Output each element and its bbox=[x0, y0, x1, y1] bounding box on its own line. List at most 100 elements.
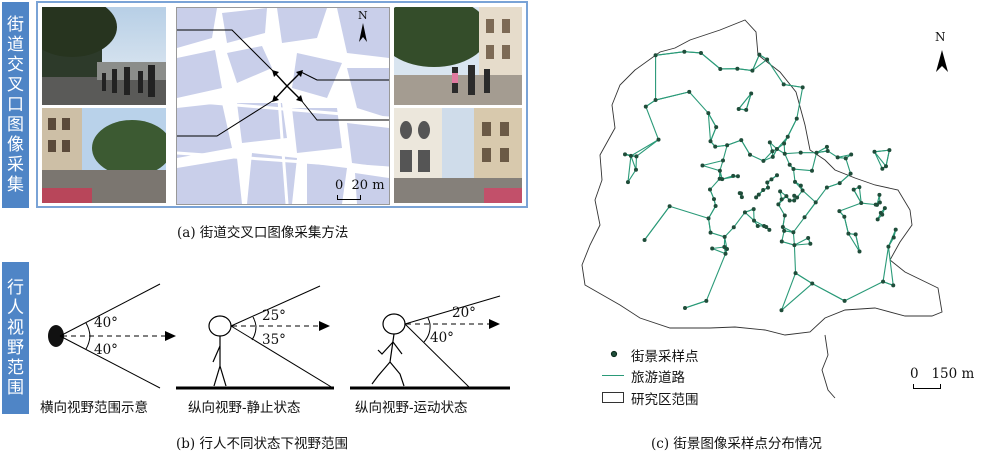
sampling-point bbox=[757, 52, 762, 57]
sampling-point bbox=[750, 68, 755, 73]
sampling-point bbox=[891, 283, 896, 288]
sampling-point bbox=[722, 245, 727, 250]
sampling-point bbox=[798, 150, 803, 155]
road-segment bbox=[784, 153, 791, 165]
sampling-point bbox=[792, 198, 797, 203]
sampling-point bbox=[837, 209, 842, 214]
sampling-point bbox=[744, 107, 749, 112]
panel-c-north-label: N bbox=[935, 30, 946, 44]
sampling-point bbox=[880, 166, 885, 171]
sampling-point bbox=[718, 66, 723, 71]
road-segment bbox=[844, 281, 884, 302]
sampling-point bbox=[749, 91, 754, 96]
sampling-point bbox=[643, 104, 648, 109]
sampling-point bbox=[739, 195, 744, 200]
street-photo-2 bbox=[42, 108, 166, 203]
sampling-point bbox=[872, 149, 877, 154]
sampling-point bbox=[767, 227, 772, 232]
sampling-point bbox=[778, 189, 783, 194]
sampling-point bbox=[793, 179, 798, 184]
field-of-view-diagrams bbox=[48, 283, 510, 390]
road-segment bbox=[707, 112, 717, 128]
study-area-boundary bbox=[581, 19, 943, 399]
road-segment bbox=[627, 155, 632, 183]
sampling-point bbox=[809, 168, 814, 173]
road-segment bbox=[826, 182, 840, 188]
road-segment bbox=[709, 126, 717, 142]
road-segment bbox=[627, 169, 637, 183]
sampling-point bbox=[877, 200, 882, 205]
road-segment bbox=[802, 190, 817, 203]
sampling-point bbox=[859, 201, 864, 206]
sampling-point bbox=[634, 154, 639, 159]
sampling-point bbox=[806, 235, 811, 240]
sampling-point bbox=[769, 177, 774, 182]
road-segment bbox=[726, 139, 742, 146]
sampling-point bbox=[824, 185, 829, 190]
legend-points-label: 街景采样点 bbox=[631, 349, 699, 365]
road-segment bbox=[724, 236, 728, 250]
road-segment bbox=[845, 158, 852, 174]
road-segment bbox=[794, 237, 809, 246]
road-segment bbox=[700, 52, 721, 70]
sampling-point bbox=[731, 225, 736, 230]
sampling-point bbox=[708, 187, 713, 192]
sampling-point bbox=[704, 298, 709, 303]
road-segment bbox=[837, 153, 852, 158]
sampling-point bbox=[794, 116, 799, 121]
road-segment bbox=[684, 51, 702, 54]
sampling-point bbox=[793, 271, 798, 276]
road-segment bbox=[781, 283, 813, 311]
sampling-point bbox=[791, 167, 796, 172]
sampling-point bbox=[754, 195, 759, 200]
sampling-point bbox=[791, 230, 796, 235]
sampling-point bbox=[628, 153, 633, 158]
road-segment bbox=[688, 91, 709, 114]
sampling-point bbox=[710, 246, 715, 251]
panel-b-caption: (b) 行人不同状态下视野范围 bbox=[176, 436, 348, 452]
fov2-label: 纵向视野-静止状态 bbox=[188, 400, 301, 416]
road-segment bbox=[811, 283, 845, 302]
sampling-point bbox=[698, 50, 703, 55]
sampling-point bbox=[713, 144, 718, 149]
sampling-point bbox=[747, 152, 752, 157]
road-segment bbox=[777, 204, 786, 216]
road-segment bbox=[707, 113, 712, 142]
road-segment bbox=[645, 106, 660, 140]
sampling-point bbox=[891, 235, 896, 240]
sampling-point bbox=[687, 89, 692, 94]
sampling-point bbox=[625, 180, 630, 185]
sampling-point bbox=[835, 155, 840, 160]
sampling-point bbox=[683, 306, 688, 311]
sampling-point bbox=[886, 244, 891, 249]
road-segment bbox=[722, 175, 739, 180]
sampling-point bbox=[737, 191, 742, 196]
sampling-point bbox=[782, 151, 787, 156]
road-segment bbox=[684, 300, 707, 309]
sampling-point bbox=[882, 206, 887, 211]
sampling-point bbox=[795, 195, 800, 200]
legend-road-symbol bbox=[602, 375, 624, 376]
sampling-point bbox=[667, 204, 672, 209]
sampling-point bbox=[785, 134, 790, 139]
sampling-point bbox=[851, 187, 856, 192]
walking-fov-figure bbox=[350, 295, 510, 390]
sampling-point bbox=[656, 137, 661, 142]
sampling-point bbox=[782, 213, 787, 218]
road-segment bbox=[855, 234, 861, 252]
road-segment bbox=[702, 159, 724, 167]
road-segment bbox=[882, 246, 889, 282]
road-segment bbox=[763, 150, 773, 162]
road-segment bbox=[780, 272, 797, 311]
fov1-angle-bottom: 40° bbox=[94, 342, 118, 358]
road-segment bbox=[839, 173, 851, 184]
legend-roads-label: 旅游道路 bbox=[631, 370, 685, 386]
sampling-point bbox=[784, 194, 789, 199]
road-segment bbox=[630, 139, 659, 157]
road-segment bbox=[839, 202, 862, 212]
sampling-point bbox=[857, 185, 862, 190]
sampling-point bbox=[700, 163, 705, 168]
sampling-point bbox=[731, 173, 736, 178]
sampling-point bbox=[765, 57, 770, 62]
road-segment bbox=[792, 168, 796, 182]
